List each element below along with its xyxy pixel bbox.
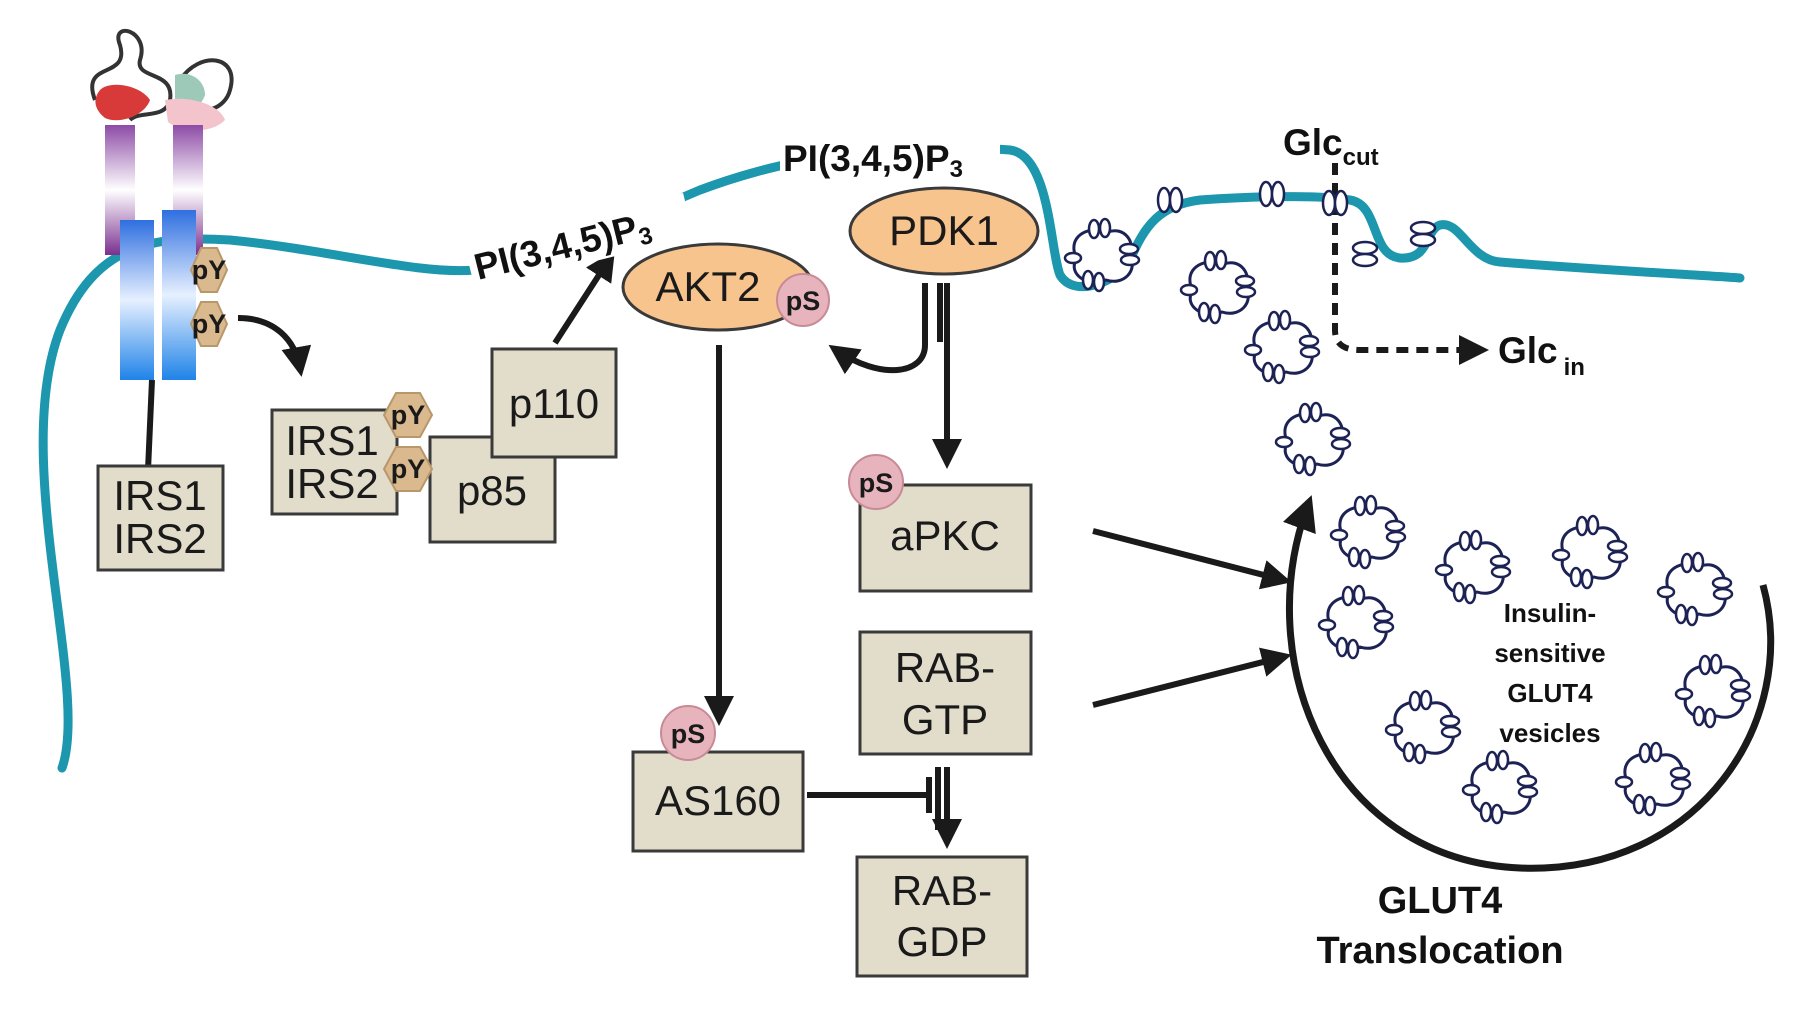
svg-text:aPKC: aPKC [890,512,1000,559]
vesicle-icon [1551,514,1629,590]
insulin-receptor [90,28,234,471]
glut4-transporter-icon [1351,240,1379,268]
svg-text:sensitive: sensitive [1494,638,1605,668]
vesicle-icon [1434,529,1512,605]
arrow-pdk1-to-akt2 [828,283,928,375]
vesicle-icon [1384,689,1462,765]
vesicle-pool-arc [1283,495,1775,872]
vesicle-icon [1317,584,1395,660]
apkc-box: aPKC [858,483,1033,593]
pool-vesicles [1317,514,1752,825]
vesicle-icon [1063,217,1141,293]
svg-text:p110: p110 [509,380,599,427]
vesicle-icon [1614,741,1692,817]
svg-text:GTP: GTP [902,696,988,743]
vesicle-icon [1656,551,1734,627]
traveling-vesicles [1063,217,1407,570]
svg-text:AKT2: AKT2 [655,263,760,310]
vesicle-icon [1274,401,1352,477]
as160-box: AS160 [631,750,805,853]
svg-text:RAB-: RAB- [892,867,992,914]
rab-gdp-box: RAB- GDP [855,855,1029,978]
svg-text:RAB-: RAB- [895,644,995,691]
vesicle-icon [1179,249,1257,325]
svg-text:IRS2: IRS2 [113,515,206,562]
svg-text:pY: pY [192,309,227,339]
apkc-ps-badge: pS [848,454,904,510]
svg-text:PDK1: PDK1 [889,207,999,254]
svg-text:pY: pY [391,400,426,430]
arrow-apkc-to-vesicles [1092,528,1292,590]
rab-gtp-box: RAB- GTP [858,630,1033,756]
svg-text:pS: pS [859,468,894,498]
svg-text:Translocation: Translocation [1316,930,1563,972]
svg-text:Glccut: Glccut [1283,122,1379,171]
svg-text:p85: p85 [457,467,527,514]
pip3-label-right: PI(3,4,5)P3 [780,132,1000,183]
arrow-rabgtp-to-vesicles [1092,647,1292,708]
svg-text:GLUT4: GLUT4 [1507,678,1593,708]
vesicle-icon [1461,749,1539,825]
svg-text:IRS1: IRS1 [285,417,378,464]
arrow-p110-to-pip3 [552,250,615,345]
svg-text:Insulin-: Insulin- [1504,598,1596,628]
svg-text:PI(3,4,5)P3: PI(3,4,5)P3 [783,138,963,183]
arrow-glucose-entry [1332,163,1489,365]
svg-text:GDP: GDP [896,918,987,965]
svg-text:vesicles: vesicles [1499,718,1600,748]
vesicle-icon [1243,309,1321,385]
as160-ps-badge: pS [660,705,716,761]
akt2-ps-badge: pS [776,273,830,327]
glut4-translocation-title: GLUT4 Translocation [1316,880,1563,972]
svg-text:pY: pY [192,255,227,285]
svg-text:pS: pS [786,286,821,316]
receptor-py-top: pY [189,247,229,293]
irs-py-bottom: pY [382,446,434,492]
svg-text:IRS2: IRS2 [285,460,378,507]
glucose-out-label: Glccut [1283,122,1379,171]
arrow-receptor-to-irs [237,315,312,377]
vesicle-pool-label: Insulin- sensitive GLUT4 vesicles [1494,598,1605,748]
svg-text:AS160: AS160 [655,777,781,824]
glut4-transporter-icon [1258,180,1286,208]
receptor-py-bottom: pY [189,301,229,347]
irs-box-receptor: IRS1 IRS2 [96,464,225,572]
svg-text:IRS1: IRS1 [113,472,206,519]
svg-text:GLUT4: GLUT4 [1378,880,1503,922]
akt2-oval: AKT2 [621,242,815,332]
irs-py-top: pY [382,392,434,438]
pdk1-oval: PDK1 [848,186,1040,276]
p110-box: p110 [490,347,618,459]
vesicle-icon [1329,494,1407,570]
svg-text:pS: pS [671,719,706,749]
irs-box-complex: IRS1 IRS2 [270,408,399,516]
vesicle-icon [1674,653,1752,729]
svg-text:pY: pY [391,454,426,484]
